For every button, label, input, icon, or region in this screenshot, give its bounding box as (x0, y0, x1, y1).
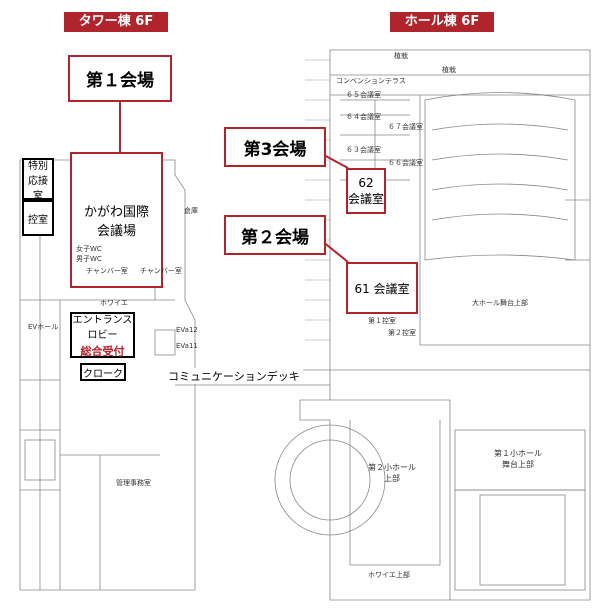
womens-wc-label: 女子WC (76, 245, 102, 253)
control-room-2-label: 第２控室 (388, 329, 416, 337)
callout-line-room2 (321, 240, 349, 263)
elevator-12-label: EVa12 (176, 326, 198, 334)
special-reception-room: 特別 応接室 (22, 158, 54, 202)
ev-hall-label: EVホール (28, 323, 59, 331)
admin-office-label: 管理事務室 (116, 479, 151, 487)
convention-terrace-label: コンベンションテラス (336, 77, 406, 85)
room-66-label: ６６会議室 (388, 159, 423, 167)
entrance-lobby-label: エントランス ロビー (72, 315, 133, 341)
control-room-1-label: 第１控室 (368, 317, 396, 325)
kagawa-international-conference-hall: かがわ国際 会議場 (70, 152, 163, 288)
plants-label: 植栽 (394, 52, 408, 60)
room-63-label: ６３会議室 (346, 146, 381, 154)
mens-wc-label: 男子WC (76, 255, 102, 263)
small-hall-2-label: 第２小ホール 上部 (368, 463, 416, 483)
foyer-upper-label: ホワイエ上部 (368, 571, 410, 579)
elevator-11-label: EVa11 (176, 342, 198, 350)
chamber-room-label: チャンバー室 (86, 267, 128, 275)
room-67-label: ６７会議室 (388, 123, 423, 131)
general-reception-label: 総合受付 (80, 345, 125, 358)
room-65-label: ６５会議室 (346, 91, 381, 99)
tower-building-header: タワー棟 6F (64, 12, 168, 32)
chamber-room-label: チャンバー室 (140, 267, 182, 275)
foyer-label: ホワイエ (100, 299, 128, 307)
hall-building-header: ホール棟 6F (390, 12, 494, 32)
entrance-lobby: エントランス ロビー 総合受付 (70, 312, 135, 358)
room-62: 62 会議室 (346, 168, 386, 214)
communication-deck-label: コミュニケーションデッキ (165, 368, 303, 384)
cloak-room: クローク (80, 363, 126, 381)
small-hall-1-label: 第１小ホール 舞台上部 (494, 449, 542, 469)
callout-room3: 第3会場 (224, 127, 326, 167)
storage-label: 倉庫 (184, 207, 198, 215)
callout-room2: 第２会場 (224, 215, 326, 255)
room-61: 61 会議室 (346, 262, 418, 314)
callout-room1: 第１会場 (68, 55, 172, 102)
callout-line-room3 (321, 153, 349, 169)
main-hall-stage-label: 大ホール舞台上部 (472, 299, 528, 307)
room-64-label: ６４会議室 (346, 113, 381, 121)
green-room: 控室 (22, 200, 54, 236)
plants-label: 植栽 (442, 66, 456, 74)
